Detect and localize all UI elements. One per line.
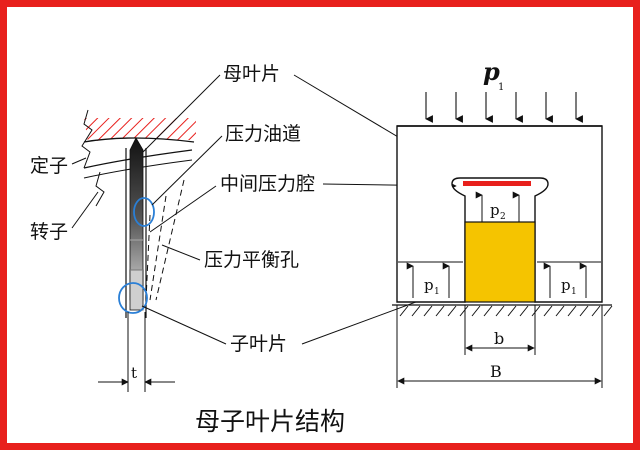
p1-top-sub: 1 <box>498 82 504 93</box>
child-blade-section <box>464 221 536 303</box>
b-label: b <box>494 329 504 348</box>
pressure-oil-channel-leader <box>151 135 223 206</box>
p1-left-sub: 1 <box>434 287 440 297</box>
top-pressure-arrows <box>425 92 583 123</box>
child-blade <box>129 269 144 311</box>
p2-sub: 2 <box>500 212 506 222</box>
middle-pressure-chamber-leader-left <box>149 185 217 233</box>
center-labels: 母叶片 压力油道 中间压力腔 压力平衡孔 子叶片 <box>141 63 463 355</box>
stator-leader <box>71 157 87 165</box>
p1-left-label: p <box>424 276 434 294</box>
pressure-oil-channel-label: 压力油道 <box>225 123 301 145</box>
right-view: p 1 p 2 p 1 <box>392 57 613 388</box>
B-label: B <box>490 362 502 381</box>
mother-blade-leader-left <box>142 74 221 153</box>
p1-right-label: p <box>561 276 571 294</box>
stator-arc <box>83 137 195 143</box>
child-blade-label: 子叶片 <box>230 333 287 355</box>
balance-hole-dash-3 <box>155 179 185 301</box>
p1-right-sub: 1 <box>571 287 577 297</box>
left-view: t 定子 转子 <box>30 109 196 392</box>
blade-bottom-circle <box>118 282 148 314</box>
mother-blade-section <box>396 125 603 303</box>
p1-right-arrows <box>537 261 601 298</box>
rotor-leader <box>71 191 99 229</box>
pressure-balance-hole-label: 压力平衡孔 <box>204 249 299 271</box>
ground-hatch <box>399 305 613 317</box>
blade-top-circle <box>133 197 155 227</box>
rotor-break-line <box>95 171 105 207</box>
p1-left-arrows <box>398 261 463 298</box>
stator-hatch <box>84 118 196 142</box>
stator-break-line <box>81 109 93 169</box>
thickness-label: t <box>131 364 137 382</box>
child-blade-leader-left <box>141 305 227 345</box>
rotor-label: 转子 <box>30 221 68 243</box>
balance-hole-dash-2 <box>149 195 167 301</box>
middle-pressure-chamber-label: 中间压力腔 <box>220 173 315 195</box>
diagram-title: 母子叶片结构 <box>195 407 345 436</box>
pressure-balance-hole-leader <box>161 244 201 261</box>
mother-blade-label: 母叶片 <box>223 63 280 85</box>
balance-hole-dash-1 <box>145 214 151 301</box>
middle-pressure-chamber <box>463 181 531 186</box>
stator-label: 定子 <box>30 155 68 177</box>
p1-top-label: p <box>483 57 500 86</box>
p2-label: p <box>490 201 500 219</box>
